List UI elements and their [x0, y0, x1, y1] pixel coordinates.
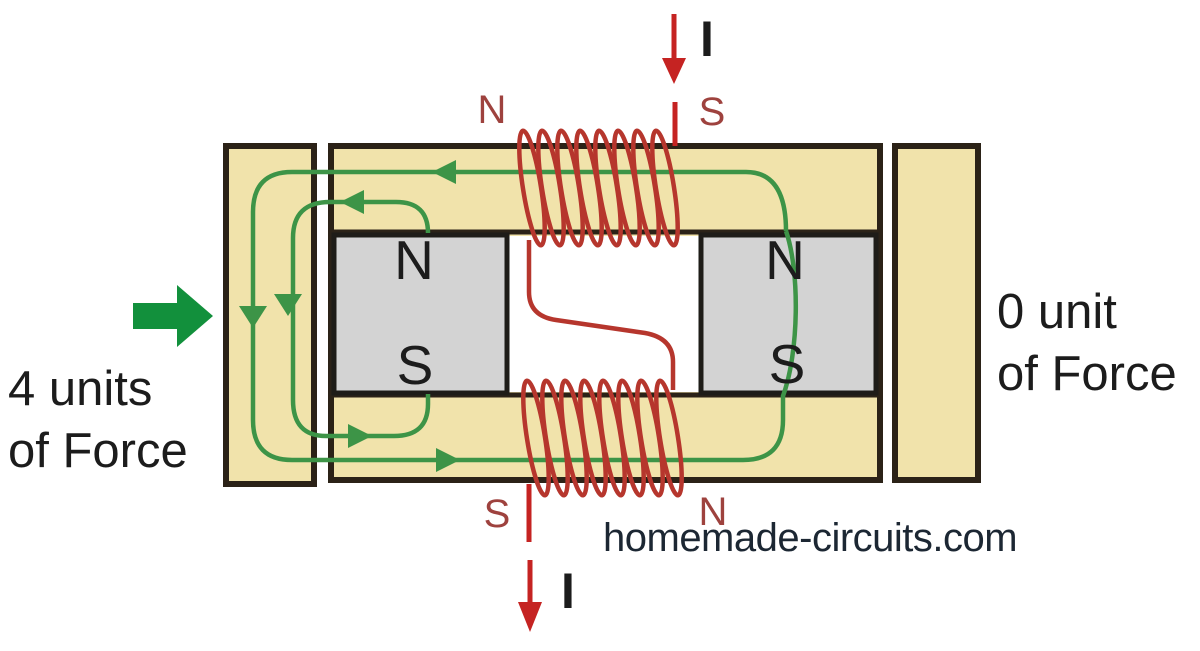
- inner-flux-path: [290, 199, 431, 439]
- inner-flux-loop: [274, 190, 431, 448]
- coil-link-wire: [526, 240, 676, 390]
- bottom-coil-north-label: N: [698, 490, 728, 534]
- right-force-line2: of Force: [997, 347, 1177, 401]
- bottom-current-arrowhead: [518, 602, 542, 632]
- left-force-label: 4 units of Force: [8, 358, 188, 482]
- top-current-arrow: [662, 14, 686, 84]
- left-yoke-bar: [223, 143, 317, 487]
- force-arrow: [133, 285, 213, 347]
- bottom-coil-south-label: S: [483, 492, 511, 536]
- top-current-arrowhead: [662, 58, 686, 84]
- right-magnet-south-label: S: [768, 333, 806, 395]
- left-force-line2: of Force: [8, 424, 188, 478]
- right-yoke-bar: [892, 143, 981, 483]
- right-force-label: 0 unit of Force: [997, 281, 1177, 405]
- left-magnet: [331, 232, 510, 396]
- coil-turn: [650, 128, 680, 248]
- left-magnet-north-label: N: [394, 229, 434, 291]
- top-coil-north-label: N: [477, 88, 507, 132]
- watermark-text: homemade-circuits.com: [603, 516, 1018, 560]
- flux-arrow-top-outer: [432, 160, 456, 184]
- bottom-coil: [521, 378, 684, 498]
- left-magnet-south-label: S: [396, 334, 434, 396]
- bottom-current-arrow: [518, 560, 542, 632]
- flux-arrow-bottom-inner: [348, 424, 372, 448]
- flux-arrow-top-inner: [340, 190, 364, 214]
- left-force-line1: 4 units: [8, 362, 153, 416]
- right-magnet-north-label: N: [765, 229, 805, 291]
- flux-arrow-bottom-outer: [436, 448, 460, 472]
- right-force-line1: 0 unit: [997, 285, 1117, 339]
- outer-flux-loop: [239, 160, 798, 472]
- outer-flux-path: [250, 169, 798, 463]
- top-coil: [517, 128, 680, 248]
- top-coil-south-label: S: [698, 90, 726, 134]
- coil-turn: [654, 378, 684, 498]
- top-current-label: I: [700, 11, 714, 67]
- flux-arrow-left-outer: [239, 306, 267, 328]
- flux-arrow-left-inner: [274, 294, 302, 316]
- bottom-current-label: I: [561, 563, 575, 619]
